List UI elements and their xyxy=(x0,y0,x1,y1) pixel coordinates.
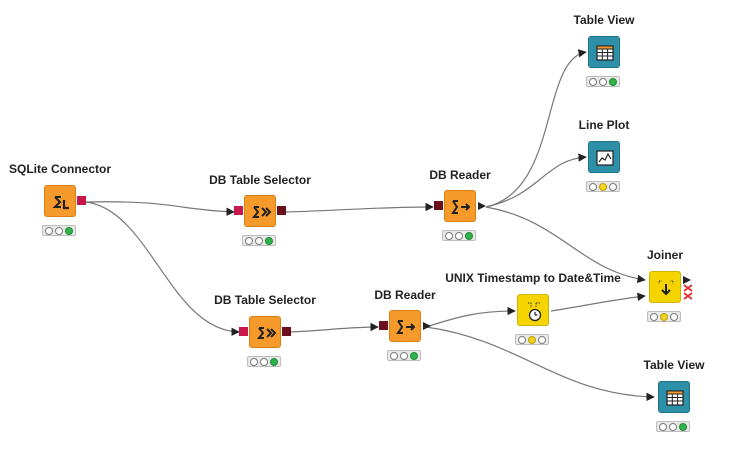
db-table-selector-icon xyxy=(251,206,272,218)
status-traffic-light xyxy=(647,311,681,322)
status-dot-yellow xyxy=(400,351,408,360)
status-traffic-light xyxy=(442,230,476,241)
output-port-db-connection[interactable] xyxy=(77,196,86,205)
status-dot-red xyxy=(390,351,398,360)
status-dot-yellow xyxy=(669,422,677,431)
line-plot-icon xyxy=(596,150,614,166)
status-traffic-light xyxy=(242,235,276,246)
status-dot-red xyxy=(245,236,253,245)
node-body[interactable] xyxy=(588,36,620,68)
node-body[interactable] xyxy=(588,141,620,173)
output-port-table[interactable] xyxy=(423,322,431,330)
db-reader-icon xyxy=(396,320,416,334)
status-dot-yellow xyxy=(660,312,668,321)
node-label: Table View xyxy=(643,358,705,372)
node-label: DB Table Selector xyxy=(209,173,311,187)
connection-dbread2-to-unixts[interactable] xyxy=(425,306,516,328)
status-dot-green xyxy=(609,182,617,191)
node-label: Line Plot xyxy=(578,118,630,132)
node-body[interactable] xyxy=(44,185,76,217)
node-body[interactable] xyxy=(517,294,549,326)
node-label: DB Reader xyxy=(429,168,491,182)
status-dot-yellow xyxy=(255,236,263,245)
node-label: DB Table Selector xyxy=(214,293,316,307)
status-dot-red xyxy=(250,357,258,366)
status-dot-green xyxy=(465,231,473,240)
status-dot-yellow xyxy=(260,357,268,366)
input-port-db-data[interactable] xyxy=(379,321,388,330)
node-body[interactable] xyxy=(244,195,276,227)
status-dot-red xyxy=(445,231,453,240)
status-dot-green xyxy=(410,351,418,360)
input-port-db-connection[interactable] xyxy=(234,206,243,215)
timestamp-clock-icon xyxy=(528,302,542,322)
node-label: UNIX Timestamp to Date&Time xyxy=(445,271,621,285)
connection-sqlite-to-dbsel2[interactable] xyxy=(85,201,240,336)
node-label: Joiner xyxy=(646,248,683,262)
table-view-icon xyxy=(596,45,614,61)
node-body[interactable] xyxy=(649,271,681,303)
connection-dbread2-to-tableview2[interactable] xyxy=(425,326,655,402)
status-dot-yellow xyxy=(599,77,607,86)
node-body[interactable] xyxy=(389,310,421,342)
node-label: SQLite Connector xyxy=(8,162,111,176)
status-dot-green xyxy=(679,422,687,431)
status-dot-yellow xyxy=(528,335,536,344)
connection-sqlite-to-dbsel1[interactable] xyxy=(85,201,235,216)
status-dot-red xyxy=(518,335,526,344)
connection-dbread1-to-tableview1[interactable] xyxy=(485,49,587,208)
status-dot-yellow xyxy=(55,226,63,235)
status-dot-red xyxy=(589,182,597,191)
db-table-selector-icon xyxy=(256,327,277,339)
table-view-icon xyxy=(666,390,684,406)
status-traffic-light xyxy=(387,350,421,361)
output-port-table[interactable] xyxy=(478,202,486,210)
input-port-db-connection[interactable] xyxy=(239,327,248,336)
status-dot-green xyxy=(609,77,617,86)
status-dot-green xyxy=(670,312,678,321)
node-body[interactable] xyxy=(658,381,690,413)
connection-dbsel2-to-dbread2[interactable] xyxy=(290,322,379,333)
status-dot-red xyxy=(650,312,658,321)
input-port-db-data[interactable] xyxy=(434,201,443,210)
database-connector-icon xyxy=(52,196,69,210)
db-reader-icon xyxy=(451,200,471,214)
status-dot-green xyxy=(265,236,273,245)
status-traffic-light xyxy=(586,181,620,192)
output-port-db-data[interactable] xyxy=(277,206,286,215)
status-traffic-light xyxy=(42,225,76,236)
status-dot-red xyxy=(45,226,53,235)
status-dot-yellow xyxy=(599,182,607,191)
node-label: DB Reader xyxy=(374,288,436,302)
connection-unixts-to-joiner[interactable] xyxy=(550,292,646,312)
status-dot-red xyxy=(659,422,667,431)
connection-dbread1-to-joiner[interactable] xyxy=(485,206,646,283)
node-label: Table View xyxy=(573,13,635,27)
status-traffic-light xyxy=(586,76,620,87)
connection-dbread1-to-lineplot[interactable] xyxy=(485,153,587,208)
joiner-icon xyxy=(658,280,674,296)
node-body[interactable] xyxy=(444,190,476,222)
status-dot-green xyxy=(270,357,278,366)
status-traffic-light xyxy=(515,334,549,345)
status-dot-green xyxy=(65,226,73,235)
connection-dbsel1-to-dbread1[interactable] xyxy=(285,202,434,213)
status-traffic-light xyxy=(247,356,281,367)
node-body[interactable] xyxy=(249,316,281,348)
status-dot-green xyxy=(538,335,546,344)
status-dot-red xyxy=(589,77,597,86)
status-dot-yellow xyxy=(455,231,463,240)
output-ports-error-icon xyxy=(683,276,693,300)
output-port-db-data[interactable] xyxy=(282,327,291,336)
status-traffic-light xyxy=(656,421,690,432)
